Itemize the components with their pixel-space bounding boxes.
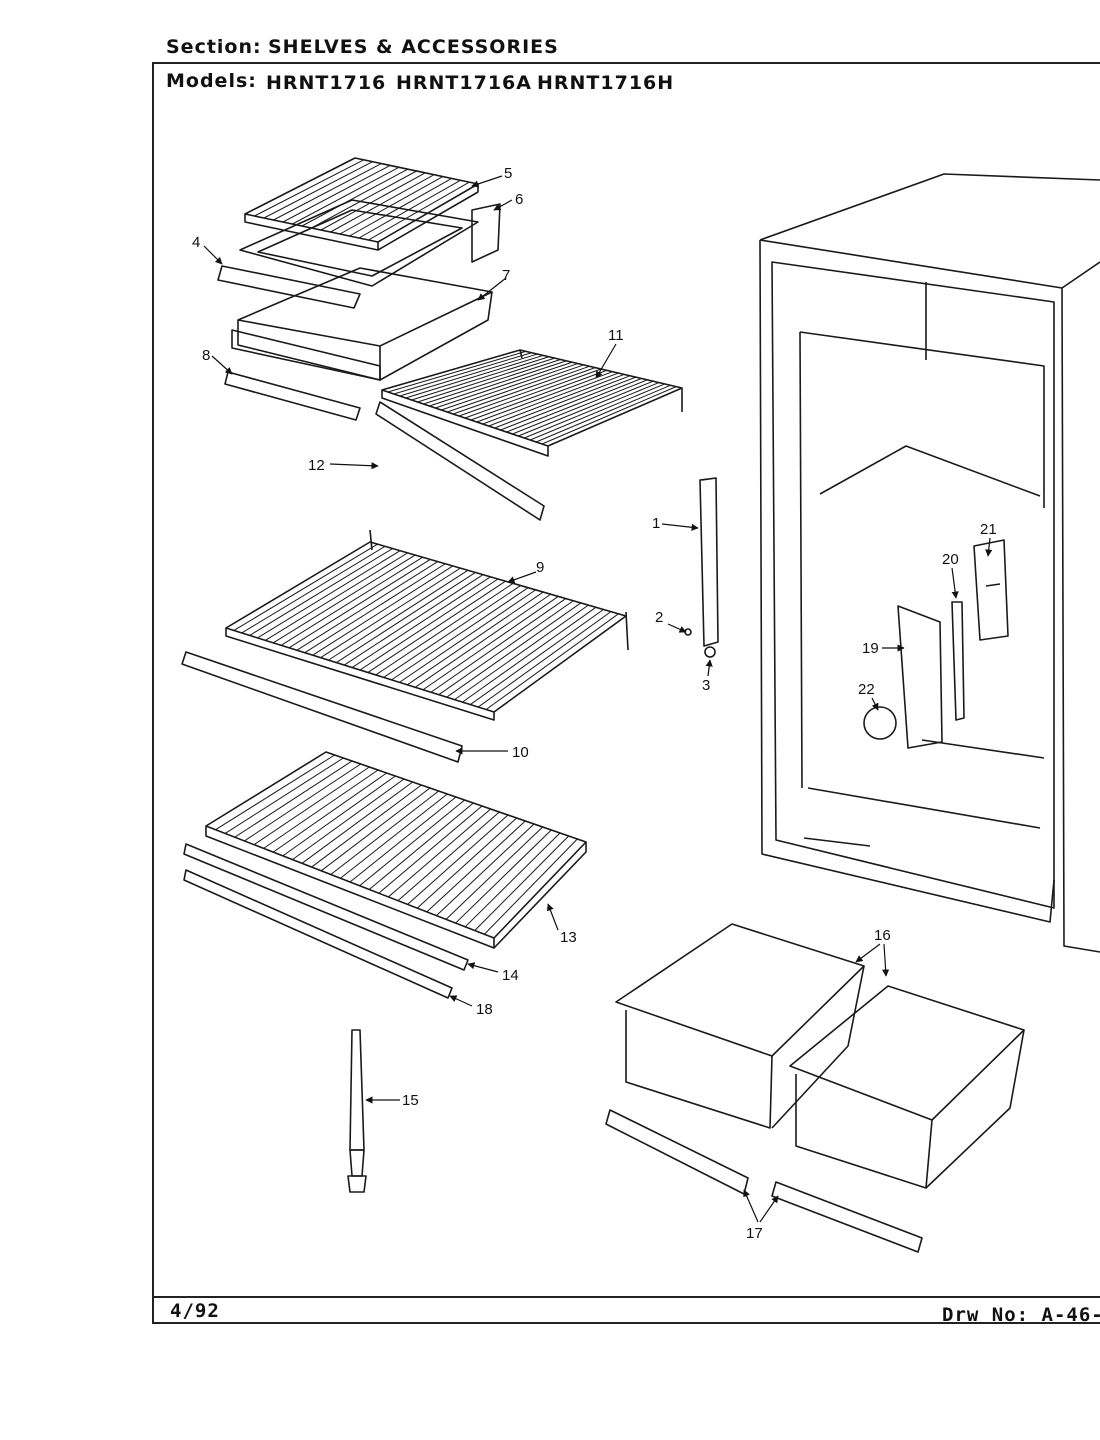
left-drawer-trim-part	[605, 1109, 749, 1195]
screw-part	[863, 706, 897, 740]
callout-12: 12	[308, 457, 325, 474]
model-number-2: HRNT1716A	[396, 72, 532, 94]
callout-15: 15	[402, 1092, 419, 1109]
callout-17: 17	[746, 1225, 763, 1242]
lower-trim-part	[183, 869, 453, 999]
callout-19: 19	[862, 640, 879, 657]
right-drawer-part	[789, 985, 1025, 1189]
glass-shelf-part	[205, 751, 587, 949]
callout-18: 18	[476, 1001, 493, 1018]
lower-wire-shelf-part	[225, 529, 629, 721]
callout-14: 14	[502, 967, 519, 984]
callout-21: 21	[980, 521, 997, 538]
callout-16: 16	[874, 927, 891, 944]
callout-7: 7	[502, 267, 510, 284]
upper-shelf-trim-part	[375, 401, 545, 521]
drawing-number: Drw No: A-46-	[942, 1304, 1100, 1326]
lower-shelf-trim-part	[181, 651, 463, 763]
cover-bracket-part	[471, 203, 501, 263]
revision-date: 4/92	[170, 1300, 220, 1322]
callout-20: 20	[942, 551, 959, 568]
callout-4: 4	[192, 234, 200, 251]
callout-10: 10	[512, 744, 529, 761]
bracket-part	[951, 601, 965, 721]
right-drawer-trim-part	[771, 1181, 923, 1253]
pan-trim-part	[224, 371, 361, 421]
model-number-1: HRNT1716	[266, 72, 387, 94]
refrigerator-cabinet-part	[759, 173, 1100, 953]
callout-9: 9	[536, 559, 544, 576]
callout-22: 22	[858, 681, 875, 698]
models-label: Models:	[166, 70, 257, 92]
upper-wire-shelf-part	[381, 349, 683, 457]
section-label: Section:	[166, 36, 262, 58]
crisper-cover-part	[244, 157, 479, 251]
callout-labels: 1 2 3 4 5 6 7 8 9 10 11 12 13 14 15 16 1…	[192, 165, 997, 1242]
callout-1: 1	[652, 515, 660, 532]
callout-11: 11	[608, 327, 624, 344]
callout-2: 2	[655, 609, 663, 626]
cover-trim-part	[217, 265, 361, 309]
cleaning-brush-part	[347, 1029, 367, 1193]
left-drawer-part	[615, 923, 865, 1129]
section-title: SHELVES & ACCESSORIES	[268, 36, 559, 58]
callout-6: 6	[515, 191, 523, 208]
leader-lines	[203, 175, 993, 1223]
callout-3: 3	[702, 677, 710, 694]
diagram-frame	[152, 62, 1100, 1324]
rail-part	[973, 539, 1009, 641]
callout-5: 5	[504, 165, 512, 182]
crisper-pan-part	[231, 267, 493, 381]
callout-13: 13	[560, 929, 577, 946]
shelf-bracket-part	[897, 605, 943, 749]
support-cap-part	[704, 646, 716, 658]
shelf-support-part	[699, 477, 719, 647]
footer-divider	[152, 1296, 1100, 1298]
callout-8: 8	[202, 347, 210, 364]
model-number-3: HRNT1716H	[537, 72, 675, 94]
glass-trim-part	[183, 843, 469, 971]
cover-frame-part	[239, 199, 479, 287]
